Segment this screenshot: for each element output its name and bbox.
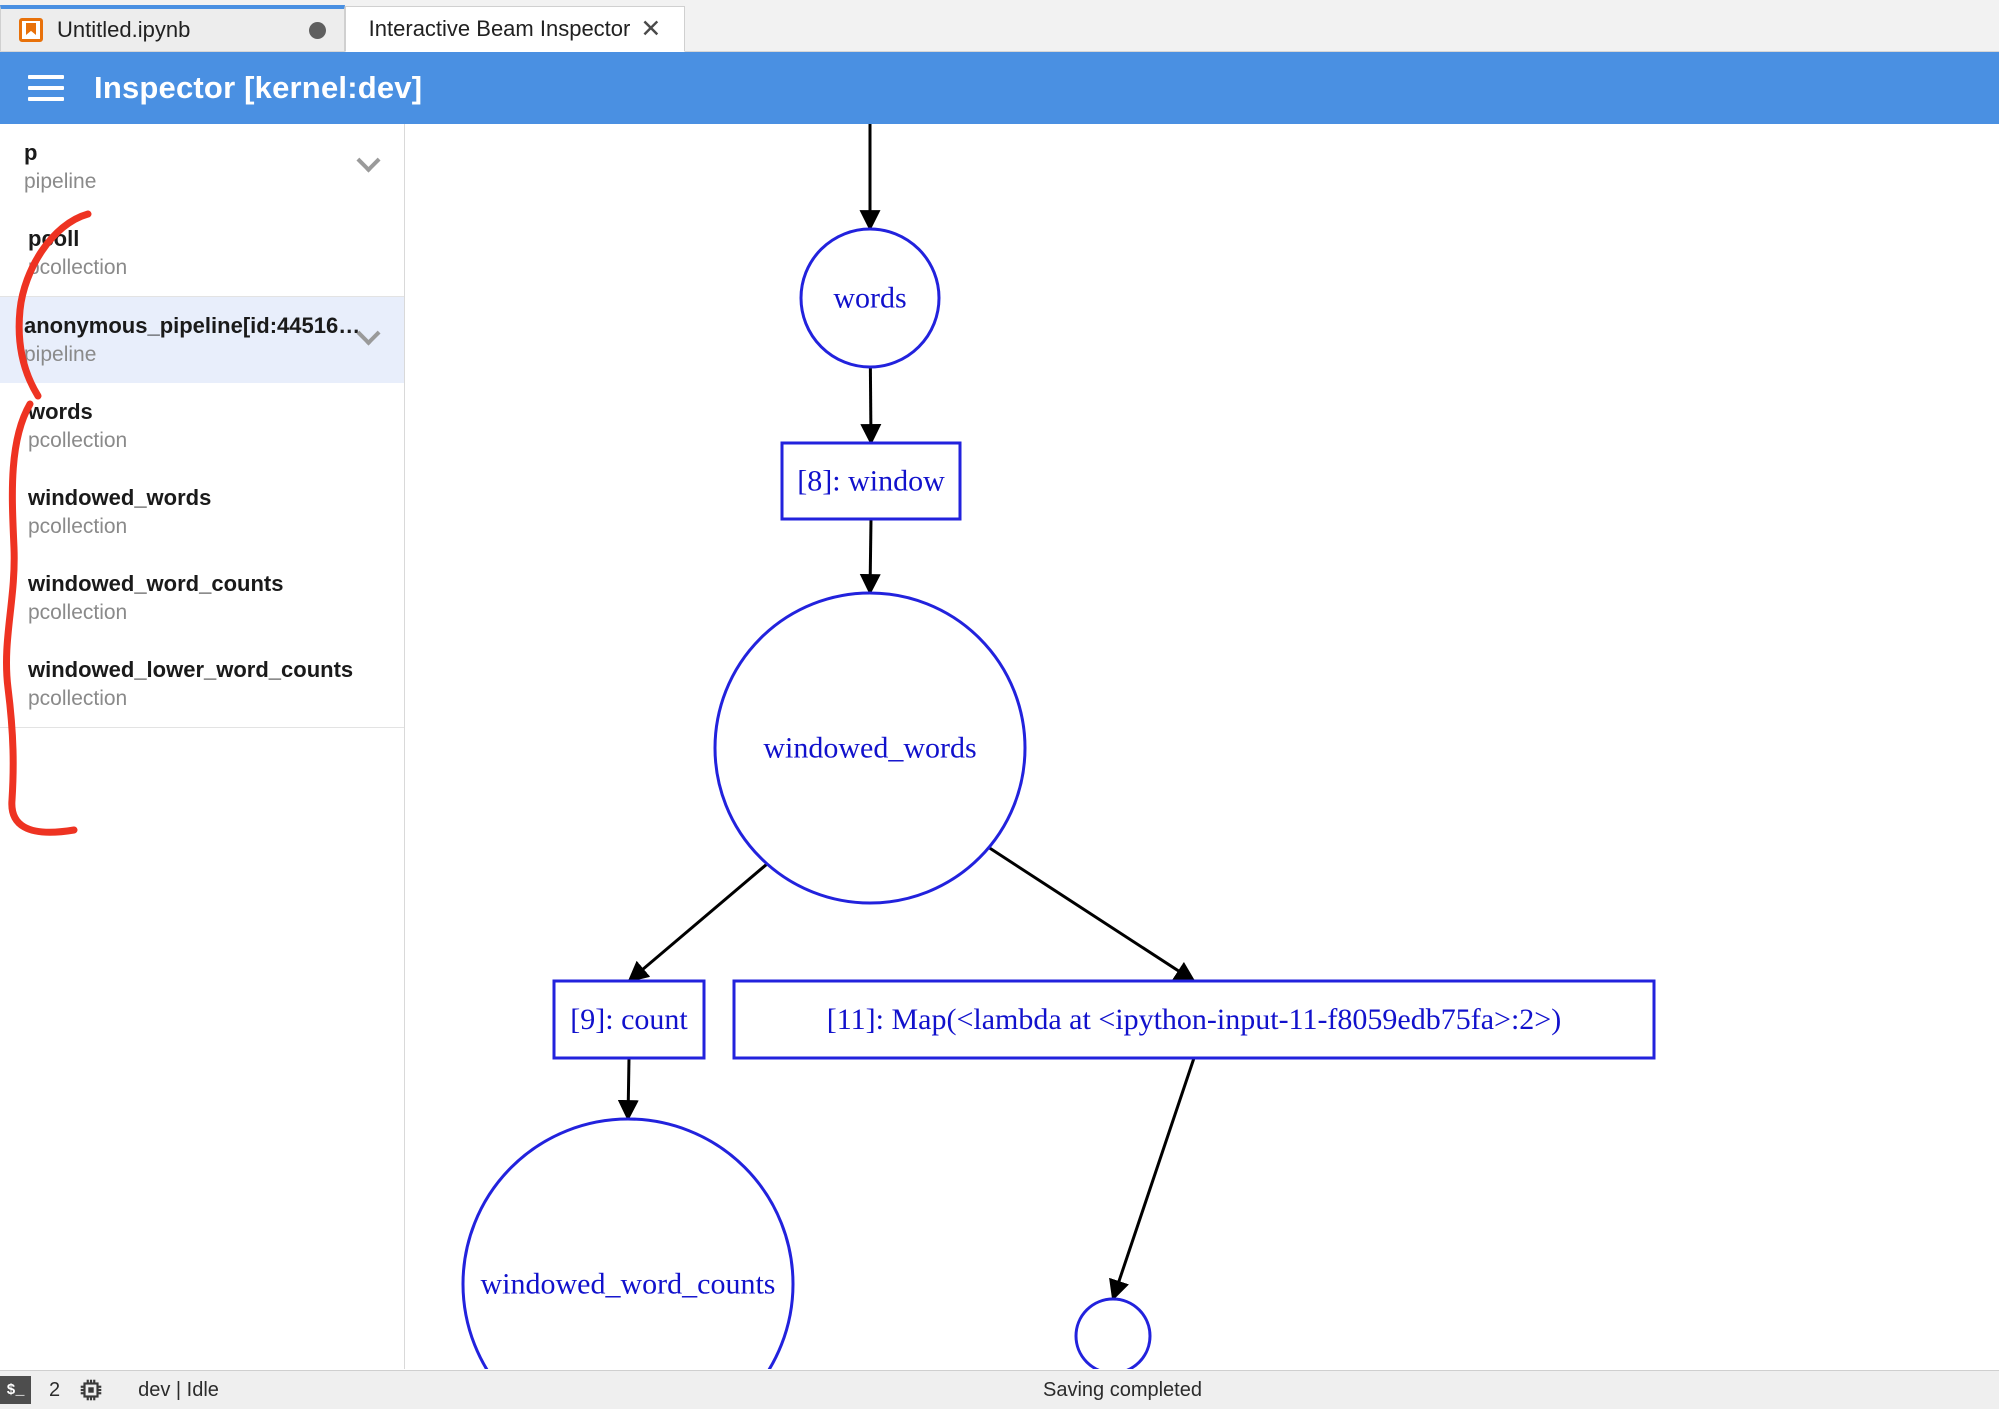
cpu-chip-icon[interactable] [78, 1377, 104, 1403]
inspectable-group: anonymous_pipeline[id:44516… pipeline wo… [0, 297, 404, 728]
kernel-status-text[interactable]: dev | Idle [138, 1378, 219, 1401]
node-box [732, 979, 1656, 1060]
graph-edge [617, 1057, 639, 1122]
node-label: words [833, 282, 906, 315]
graph-node-count[interactable]: [9]: count [552, 979, 706, 1060]
notebook-icon [19, 18, 43, 42]
inspectable-type: pipeline [24, 343, 97, 366]
graph-node-window[interactable]: [8]: window [780, 441, 962, 521]
inspectable-type: pcollection [28, 687, 128, 710]
node-ellipse [713, 591, 1027, 905]
status-bar: $_ 2 dev | Idle Saving completed [0, 1370, 1999, 1409]
terminal-icon[interactable]: $_ [0, 1376, 31, 1404]
inspectable-type: pipeline [24, 170, 97, 193]
node-label: windowed_word_counts [481, 1268, 776, 1301]
save-status-text: Saving completed [1043, 1378, 1202, 1401]
node-box [780, 441, 962, 521]
unsaved-indicator-dot[interactable] [309, 21, 326, 39]
node-label: [9]: count [570, 1003, 688, 1036]
sidebar-item-p[interactable]: p pipeline [0, 124, 404, 210]
graph-node-map_lambda[interactable]: [11]: Map(<lambda at <ipython-input-11-f… [732, 979, 1656, 1060]
sidebar-item-pcoll[interactable]: pcoll pcollection [0, 210, 404, 296]
node-label: [8]: window [797, 465, 945, 498]
terminal-count: 2 [49, 1378, 61, 1401]
graph-node-windowed_words[interactable]: windowed_words [713, 591, 1027, 905]
page-title: Inspector [kernel:dev] [94, 70, 423, 105]
pipeline-graph-canvas[interactable]: words [8]: window windowed_words [9]: count… [406, 124, 1999, 1369]
graph-edges [617, 124, 1196, 1301]
inspectable-name: anonymous_pipeline[id:44516… [24, 313, 361, 338]
inspectable-type: pcollection [28, 515, 128, 538]
hamburger-icon[interactable] [28, 75, 64, 101]
graph-node-words[interactable]: words [799, 227, 941, 369]
node-ellipse [799, 227, 941, 369]
tab-untitled-notebook[interactable]: Untitled.ipynb [0, 5, 345, 51]
app-header: Inspector [kernel:dev] [0, 52, 1999, 124]
node-box [552, 979, 706, 1060]
graph-node-windowed_word_counts[interactable]: windowed_word_counts [461, 1117, 795, 1369]
inspectable-type: pcollection [28, 429, 128, 452]
tab-bar: Untitled.ipynb Interactive Beam Inspecto… [0, 0, 1999, 52]
tab-label: Interactive Beam Inspector [368, 16, 631, 41]
node-ellipse [461, 1117, 795, 1369]
inspectable-name: windowed_word_counts [28, 571, 284, 596]
node-label: [11]: Map(<lambda at <ipython-input-11-f… [827, 1003, 1561, 1036]
graph-edge [987, 846, 1196, 983]
sidebar-item-anonymous-pipeline[interactable]: anonymous_pipeline[id:44516… pipeline [0, 297, 404, 383]
graph-edge [859, 518, 881, 596]
node-label: windowed_words [763, 732, 976, 765]
sidebar-item-windowed-words[interactable]: windowed_words pcollection [0, 469, 404, 555]
graph-edge [1109, 1057, 1196, 1301]
graph-nodes: words [8]: window windowed_words [9]: count… [461, 227, 1656, 1369]
pipeline-dag: words [8]: window windowed_words [9]: count… [461, 124, 1656, 1369]
inspectable-type: pcollection [28, 601, 128, 624]
sidebar-item-windowed-word-counts[interactable]: windowed_word_counts pcollection [0, 555, 404, 641]
tab-interactive-beam-inspector[interactable]: Interactive Beam Inspector ✕ [345, 6, 685, 52]
close-icon[interactable]: ✕ [640, 14, 662, 43]
inspectable-name: pcoll [28, 226, 80, 251]
inspectable-name: p [24, 140, 38, 165]
inspectable-name: words [28, 399, 93, 424]
inspectable-name: windowed_words [28, 485, 212, 510]
inspectable-type: pcollection [28, 256, 128, 279]
graph-edge [627, 862, 769, 983]
graph-edge [860, 366, 882, 446]
inspectable-name: windowed_lower_word_counts [28, 657, 354, 682]
sidebar-item-windowed-lower-word-counts[interactable]: windowed_lower_word_counts pcollection [0, 641, 404, 727]
tab-label: Untitled.ipynb [57, 17, 191, 42]
inspectables-sidebar[interactable]: p pipeline pcoll pcollection anonymous_p… [0, 124, 405, 1369]
node-ellipse [1074, 1297, 1152, 1369]
chevron-down-icon[interactable] [358, 323, 378, 343]
graph-node-next_pcoll[interactable] [1074, 1297, 1152, 1369]
sidebar-item-words[interactable]: words pcollection [0, 383, 404, 469]
inspectable-group: p pipeline pcoll pcollection [0, 124, 404, 297]
chevron-down-icon[interactable] [358, 150, 378, 170]
